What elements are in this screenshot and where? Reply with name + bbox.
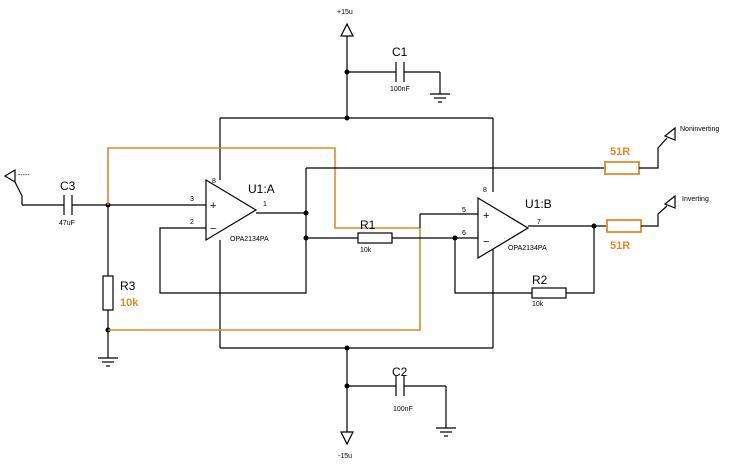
noninverting-output-label: Noninverting xyxy=(680,126,719,133)
inverting-output-connector-icon xyxy=(663,194,676,209)
noninverting-output: 51R Noninverting xyxy=(306,126,719,175)
capacitor-c2: C2 100nF xyxy=(347,365,456,437)
negative-supply: -15u xyxy=(219,240,494,460)
c2-value: 100nF xyxy=(393,406,413,413)
resistor-r3: R3 10k xyxy=(98,205,139,367)
u1a-part: OPA2134PA xyxy=(230,236,269,243)
inverting-output-label: Inverting xyxy=(682,196,709,203)
u1b-pin-supply: 8 xyxy=(483,187,487,194)
c3-ref: C3 xyxy=(60,179,76,193)
opamp-u1b: + − 5 6 7 8 U1:B OPA2134PA xyxy=(419,187,597,260)
u1b-pin-inv: 6 xyxy=(462,230,466,237)
input-connector-icon xyxy=(3,168,16,184)
negative-supply-label: -15u xyxy=(338,453,352,460)
u1b-part: OPA2134PA xyxy=(508,245,547,252)
positive-supply-arrow-icon xyxy=(340,22,354,37)
inverting-output: 51R Inverting xyxy=(594,194,709,252)
r5-value: 51R xyxy=(610,240,630,252)
positive-supply-label: +15u xyxy=(337,9,353,16)
negative-supply-arrow-icon xyxy=(340,431,354,446)
u1a-ref: U1:A xyxy=(248,182,275,196)
input-stage: ----- C3 47uF xyxy=(3,168,196,227)
resistor-r2: R2 10k xyxy=(454,226,595,308)
u1b-plus-sign: + xyxy=(483,210,489,222)
r4-value: 51R xyxy=(610,146,630,158)
r2-value: 10k xyxy=(532,301,544,308)
c1-ref: C1 xyxy=(392,45,408,59)
u1a-plus-sign: + xyxy=(210,200,216,212)
u1b-pin-noninv: 5 xyxy=(462,207,466,214)
capacitor-c1: C1 100nF xyxy=(347,45,450,103)
opamp-u1a: + − 3 2 1 8 U1:A OPA2134PA xyxy=(159,168,309,294)
u1b-pin-out: 7 xyxy=(537,219,541,226)
u1a-pin-supply: 8 xyxy=(212,178,216,185)
c2-ref: C2 xyxy=(392,365,408,379)
r3-value: 10k xyxy=(120,297,139,309)
u1a-minus-sign: − xyxy=(210,223,216,235)
u1a-pin-noninv: 3 xyxy=(190,196,194,203)
c3-value: 47uF xyxy=(59,220,75,227)
c1-value: 100nF xyxy=(390,86,410,93)
r1-value: 10k xyxy=(360,247,372,254)
r3-ref: R3 xyxy=(120,279,136,293)
positive-supply: +15u xyxy=(219,9,494,192)
noninverting-output-connector-icon xyxy=(663,126,676,141)
u1a-pin-out: 1 xyxy=(263,201,267,208)
r1-ref: R1 xyxy=(360,218,376,232)
input-label: ----- xyxy=(18,172,30,179)
u1b-minus-sign: − xyxy=(483,236,489,248)
r2-ref: R2 xyxy=(532,273,548,287)
u1b-ref: U1:B xyxy=(525,197,552,211)
highlight-ground-paths xyxy=(107,147,421,331)
resistor-r1: R1 10k xyxy=(306,218,478,254)
u1a-pin-inv: 2 xyxy=(190,219,194,226)
